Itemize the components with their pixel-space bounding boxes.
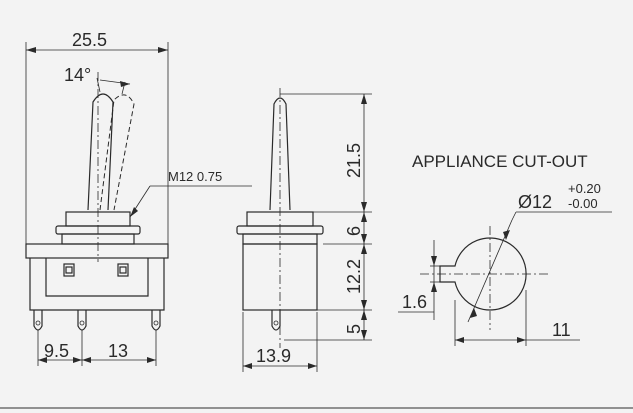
cutout-circle (439, 237, 527, 311)
label-key-width: 1.6 (402, 292, 427, 312)
label-angle: 14° (64, 65, 91, 85)
window-left (63, 263, 75, 277)
arrowhead (361, 310, 367, 320)
body-top-flange (25, 243, 169, 259)
arrowhead (361, 202, 367, 212)
label-thread: M12 0.75 (168, 169, 222, 184)
arrowhead (147, 357, 156, 363)
arrowhead (361, 300, 367, 310)
lever-upright (87, 93, 114, 211)
arrowhead (470, 308, 477, 318)
label-cutout-dia: Ø12 (518, 192, 552, 212)
arrowhead (431, 256, 437, 266)
arrowhead (517, 337, 526, 343)
pin-1 (33, 310, 43, 331)
label-body-height: 12.2 (344, 259, 364, 294)
window-left-inner (65, 266, 73, 274)
pin-hole (79, 320, 85, 326)
cutout-view: APPLIANCE CUT-OUT Ø12 +0.20 -0.00 1.6 11 (398, 152, 612, 346)
arrowhead (73, 357, 82, 363)
window-right (117, 263, 129, 277)
label-lever-height: 21.5 (344, 143, 364, 178)
arrowhead (26, 47, 36, 53)
label-body-width: 13.9 (256, 346, 291, 366)
side-lever (269, 97, 291, 211)
pin-hole (35, 320, 41, 326)
cutout-title: APPLIANCE CUT-OUT (412, 152, 588, 171)
body-outline (29, 258, 165, 311)
angle-ext (96, 77, 101, 93)
side-pin (271, 310, 281, 331)
label-bushing-height: 6 (344, 226, 364, 236)
arrowhead (120, 81, 130, 87)
arrowhead (130, 207, 138, 217)
front-view: 25.5 14° M12 0.75 (25, 30, 252, 366)
arrowhead (82, 357, 91, 363)
window-right-inner (119, 266, 127, 274)
label-pitch-9-5: 9.5 (44, 341, 69, 361)
pin-3 (151, 310, 161, 331)
arrowhead (431, 282, 437, 292)
arrowhead (361, 212, 367, 222)
label-key-offset: 11 (552, 320, 571, 340)
arrowhead (38, 357, 47, 363)
arrowhead (361, 330, 367, 340)
arrowhead (503, 230, 510, 240)
pin-2 (77, 310, 87, 331)
arrowhead (361, 94, 367, 104)
label-tol-minus: -0.00 (568, 196, 598, 211)
label-tol-plus: +0.20 (568, 181, 601, 196)
label-terminal-height: 5 (344, 324, 364, 334)
arrowhead (243, 363, 252, 369)
dia-leader-ext (511, 211, 517, 221)
arrowhead (361, 244, 367, 254)
dia-leader (467, 219, 513, 323)
arrowhead (455, 337, 464, 343)
arrowhead (158, 47, 168, 53)
side-view: 21.5 6 12.2 5 13.9 (236, 88, 372, 372)
label-width-total: 25.5 (72, 30, 107, 50)
arrowhead (361, 234, 367, 244)
body-inner (45, 258, 149, 297)
pin-hole (273, 320, 279, 326)
pin-hole (153, 320, 159, 326)
lever-tilted (99, 94, 135, 211)
label-pitch-13: 13 (108, 341, 128, 361)
arrowhead (308, 363, 317, 369)
